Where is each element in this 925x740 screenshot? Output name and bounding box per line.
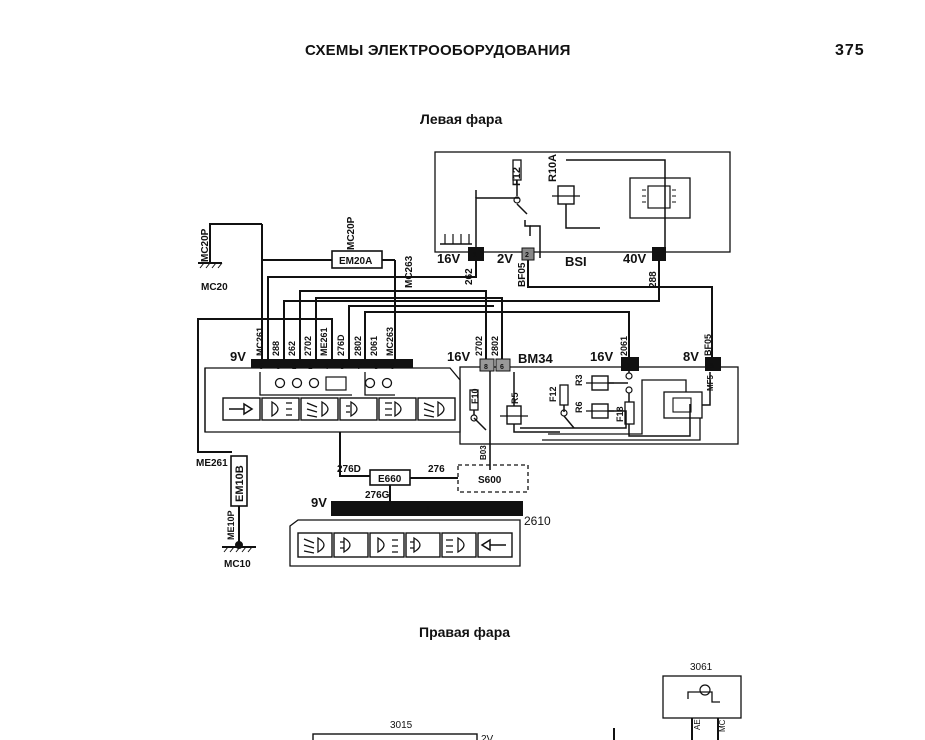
page-number: 375 xyxy=(835,42,865,59)
lamp-2610-assembly xyxy=(289,501,523,567)
lamp-2610-label: 2610 xyxy=(524,514,551,528)
bm34-connector-8v-label: 8V xyxy=(683,349,699,364)
lamp-2610-pin: 1 xyxy=(426,505,431,514)
wire-me10p-label: ME10P xyxy=(226,510,236,540)
page-header-title: СХЕМЫ ЭЛЕКТРООБОРУДОВАНИЯ xyxy=(305,42,571,59)
splice-em20a-label: EM20A xyxy=(339,256,372,267)
bm34-name: BM34 xyxy=(518,351,553,366)
right-headlamp-partial xyxy=(312,675,742,740)
bm34-relay-r5 xyxy=(506,405,522,425)
headlamp-left-assembly xyxy=(204,359,461,433)
wire-2061-label: 2061 xyxy=(619,336,629,356)
wire-2802-label: 2802 xyxy=(490,336,500,356)
bsi-connector-2v-label: 2V xyxy=(497,251,513,266)
wire-276d-label: 276D xyxy=(337,464,361,475)
headlamp-wire-7: 2061 xyxy=(369,336,379,356)
splice-s600 xyxy=(457,464,529,493)
component-3061-label: 3061 xyxy=(690,662,713,673)
wire-bf05-bm34-label: BF05 xyxy=(703,334,713,356)
splice-em10b-label: EM10B xyxy=(234,465,246,502)
headlamp-pin-8: 6 xyxy=(390,362,395,371)
headlamp-pin-0: 9 xyxy=(259,362,264,371)
bm34-ecu-block xyxy=(663,391,703,419)
wire-bf05-bsi-label: BF05 xyxy=(517,262,528,287)
headlamp-pin-2: 2 xyxy=(292,362,297,371)
bm34-fuse-pin-label: MF5 xyxy=(706,374,715,391)
wire-me261-label: ME261 xyxy=(196,458,228,469)
wire-mc263-label: MC263 xyxy=(404,255,415,288)
bsi-ecu-block xyxy=(629,177,691,219)
bsi-unit xyxy=(434,151,731,258)
lamp-2610-connector xyxy=(331,501,523,516)
bm34-connector-16v-b-label: 16V xyxy=(590,349,613,364)
wire-mc20p-2-label: MC20P xyxy=(346,216,357,250)
wire-b03-label: B03 xyxy=(479,445,488,460)
bm34-pin-a2: 6 xyxy=(500,364,504,371)
component-3061 xyxy=(662,675,742,719)
headlamp-pin-7: 8 xyxy=(374,362,379,371)
bsi-connector-40v-label: 40V xyxy=(623,251,646,266)
section-title-left-headlamp: Левая фара xyxy=(420,111,503,127)
headlamp-pin-6: 7 xyxy=(357,362,362,371)
headlamp-pin-1: 5 xyxy=(276,362,281,371)
wire-262-label: 262 xyxy=(464,268,475,285)
bsi-name: BSI xyxy=(565,254,587,269)
headlamp-wire-8: MC263 xyxy=(385,327,395,356)
bm34-fuse-f18-label: F18 xyxy=(615,406,625,422)
bm34-fuse-f10-label: F10 xyxy=(470,388,480,404)
splice-s600-label: S600 xyxy=(478,475,502,486)
bm34-pin-b1: 1 xyxy=(627,363,631,370)
bm34-relay-r5-label: R5 xyxy=(510,392,520,404)
bsi-relay-label: R10A xyxy=(547,154,559,182)
headlamp-wire-2: 262 xyxy=(287,341,297,356)
bm34-unit xyxy=(459,366,739,445)
bm34-connector-16v-a-label: 16V xyxy=(447,349,470,364)
headlamp-wire-0: MC261 xyxy=(255,327,265,356)
wire-276g-label: 276G xyxy=(365,490,390,501)
headlamp-wire-3: 2702 xyxy=(303,336,313,356)
bm34-fuse-f12-label: F12 xyxy=(548,386,558,402)
bm34-relay-r6-label: R6 xyxy=(574,401,584,413)
component-3015-connector-label: 2V xyxy=(481,734,494,740)
component-3015 xyxy=(312,733,478,740)
ground-mc10-label: MC10 xyxy=(224,559,251,570)
lamp-2610-connector-label: 9V xyxy=(311,495,327,510)
headlamp-wire-4: ME261 xyxy=(319,327,329,356)
wire-mc20p-label: MC20P xyxy=(200,228,211,262)
headlamp-wire-1: 288 xyxy=(271,341,281,356)
bsi-fuse-label: F12 xyxy=(511,167,523,186)
bsi-pin-2v: 2 xyxy=(525,252,529,259)
bm34-pin-a1: 8 xyxy=(484,364,488,371)
bm34-relay-r3-label: R3 xyxy=(574,374,584,386)
wire-276-label: 276 xyxy=(428,464,445,475)
headlamp-wire-6: 2802 xyxy=(353,336,363,356)
headlamp-pin-4: 4 xyxy=(324,362,329,371)
bsi-connector-16v-label: 16V xyxy=(437,251,460,266)
wire-2702-label: 2702 xyxy=(474,336,484,356)
bsi-pin-40v: 3 xyxy=(656,252,660,259)
headlamp-wire-5: 276D xyxy=(336,334,346,356)
wire-288-label: 288 xyxy=(648,271,659,288)
ground-mc20-label: MC20 xyxy=(201,282,228,293)
bm34-fuse-f12 xyxy=(559,384,569,406)
splice-e660-label: E660 xyxy=(378,474,402,485)
bm34-pin-c1: 5 xyxy=(710,363,714,370)
bsi-pin-16v: 1 xyxy=(473,252,477,259)
component-3015-label: 3015 xyxy=(390,720,413,731)
headlamp-left-connector-label: 9V xyxy=(230,349,246,364)
wire-mc-label: MC xyxy=(718,719,727,732)
wire-ae-label: AE xyxy=(693,719,702,730)
section-title-right-headlamp: Правая фара xyxy=(419,624,511,640)
bsi-relay-coil xyxy=(557,185,575,205)
headlamp-pin-3: 1 xyxy=(308,362,313,371)
headlamp-pin-5: 3 xyxy=(340,362,345,371)
